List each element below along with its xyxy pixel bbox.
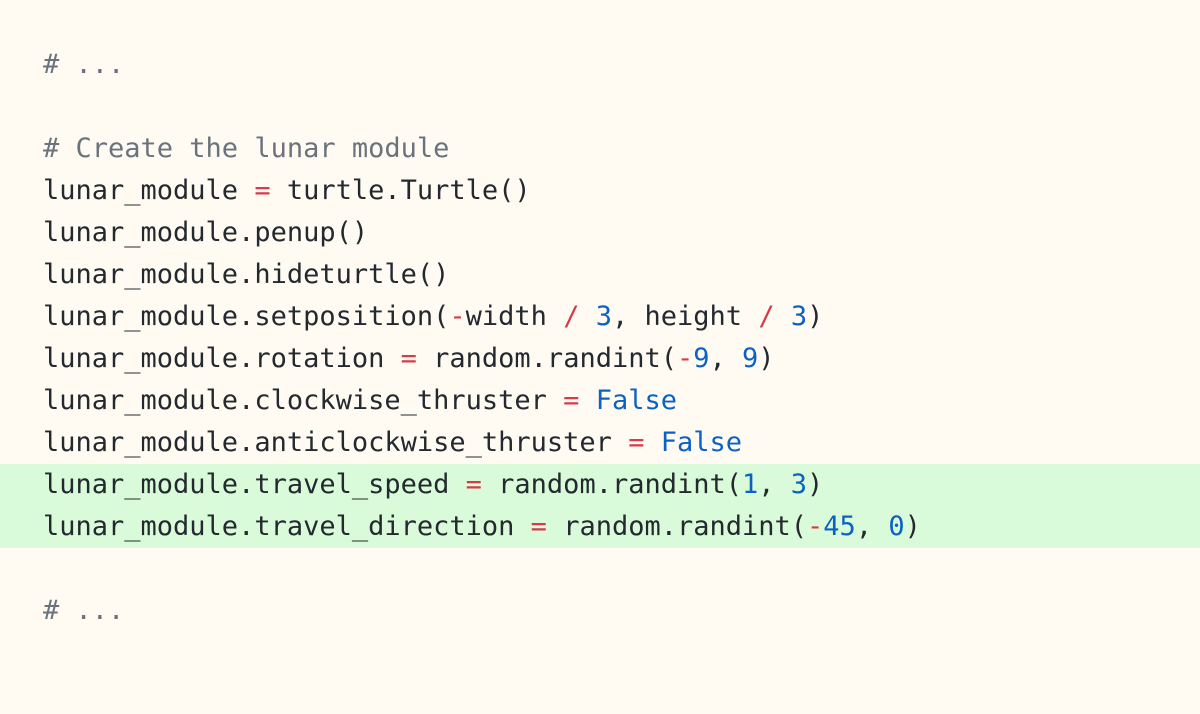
code-text: random.randint( — [416, 343, 677, 374]
code-number: 9 — [742, 343, 759, 374]
code-number: 1 — [742, 469, 759, 500]
code-line-highlighted: lunar_module.travel_speed = random.randi… — [0, 464, 1200, 506]
code-text — [644, 427, 660, 458]
code-text: lunar_module.rotation — [43, 343, 401, 374]
code-text: lunar_module.anticlockwise_thruster — [43, 427, 629, 458]
code-operator: = — [530, 511, 547, 542]
code-line: lunar_module.setposition(-width / 3, hei… — [0, 296, 1200, 338]
code-operator: = — [400, 343, 417, 374]
code-text: lunar_module.clockwise_thruster — [43, 385, 564, 416]
code-operator: - — [449, 301, 466, 332]
code-line: lunar_module.penup() — [0, 212, 1200, 254]
code-text: lunar_module.setposition( — [43, 301, 450, 332]
code-line — [0, 548, 1200, 590]
code-line: lunar_module.hideturtle() — [0, 254, 1200, 296]
code-text — [579, 301, 595, 332]
code-number: 0 — [888, 511, 905, 542]
code-line: lunar_module.anticlockwise_thruster = Fa… — [0, 422, 1200, 464]
code-operator: = — [465, 469, 482, 500]
code-comment: # Create the lunar module — [43, 133, 450, 164]
code-line: lunar_module.rotation = random.randint(-… — [0, 338, 1200, 380]
code-line: lunar_module = turtle.Turtle() — [0, 170, 1200, 212]
code-operator: / — [758, 301, 775, 332]
code-text: random.randint( — [481, 469, 742, 500]
code-text: , — [855, 511, 889, 542]
code-text: lunar_module.travel_speed — [43, 469, 466, 500]
code-text — [579, 385, 595, 416]
code-text: lunar_module — [43, 175, 255, 206]
code-line — [0, 86, 1200, 128]
code-text: , — [709, 343, 743, 374]
code-number: 45 — [823, 511, 856, 542]
code-text: ) — [904, 511, 921, 542]
code-number: 9 — [693, 343, 710, 374]
code-operator: = — [563, 385, 580, 416]
code-text: lunar_module.hideturtle() — [43, 259, 450, 290]
code-comment: # ... — [43, 595, 125, 626]
code-number: 3 — [790, 301, 808, 332]
code-text: , — [758, 469, 791, 500]
code-comment: # ... — [43, 49, 125, 80]
code-operator: - — [676, 343, 694, 374]
code-number: 3 — [790, 469, 808, 500]
code-text — [775, 301, 791, 332]
code-operator: / — [563, 301, 580, 332]
code-keyword: False — [595, 385, 677, 416]
code-line: # Create the lunar module — [0, 128, 1200, 170]
code-text: ) — [807, 469, 824, 500]
code-operator: - — [807, 511, 824, 542]
code-number: 3 — [595, 301, 612, 332]
code-operator: = — [628, 427, 645, 458]
code-text: ) — [758, 343, 775, 374]
code-line: lunar_module.clockwise_thruster = False — [0, 380, 1200, 422]
code-text: lunar_module.penup() — [43, 217, 369, 248]
code-keyword: False — [660, 427, 743, 458]
code-line-highlighted: lunar_module.travel_direction = random.r… — [0, 506, 1200, 548]
code-operator: = — [254, 175, 271, 206]
code-line: # ... — [0, 44, 1200, 86]
code-text: random.randint( — [546, 511, 808, 542]
code-text: ) — [807, 301, 824, 332]
code-text: , height — [612, 301, 759, 332]
code-text: turtle.Turtle() — [270, 175, 531, 206]
code-text: width — [465, 301, 564, 332]
code-text: lunar_module.travel_direction — [43, 511, 531, 542]
code-line: # ... — [0, 590, 1200, 632]
